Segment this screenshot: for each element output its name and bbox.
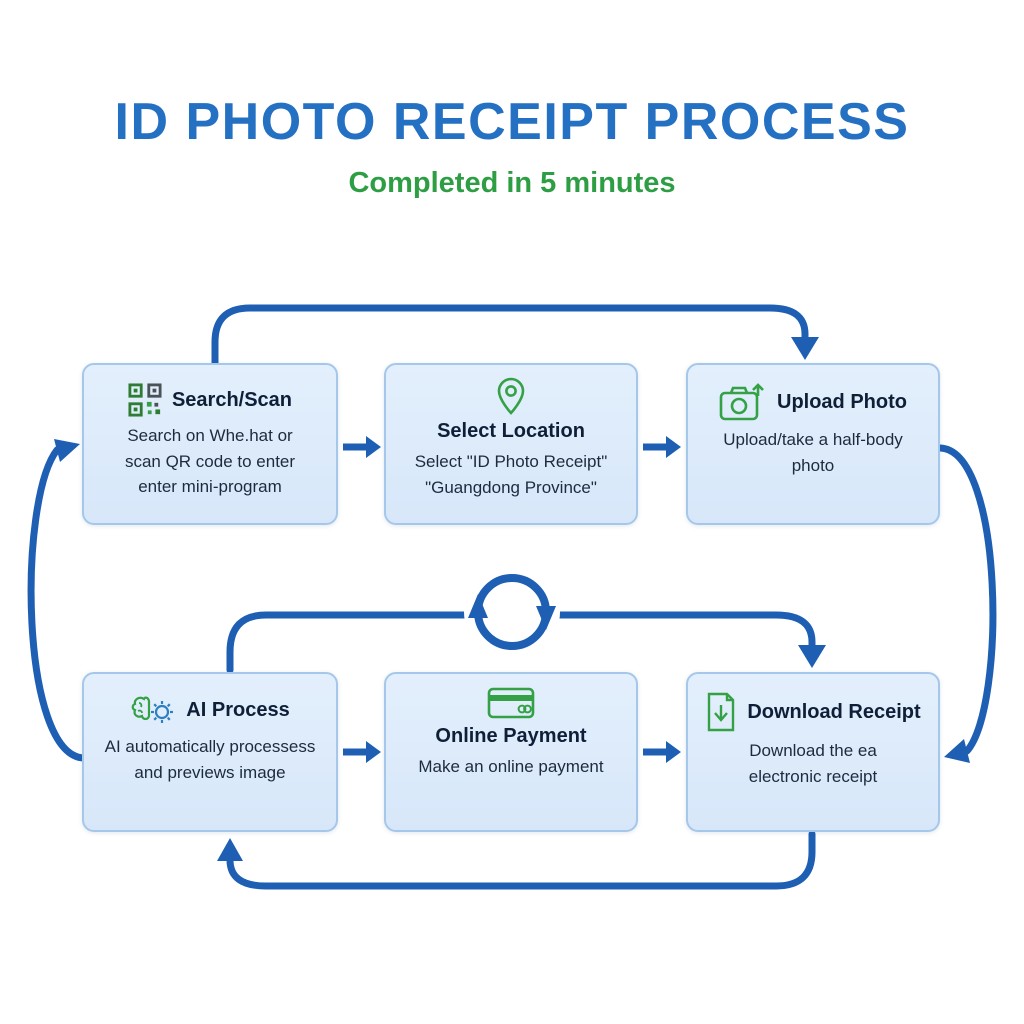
- step-description: AI automatically processess and previews…: [104, 737, 316, 782]
- step-title: Upload Photo: [777, 390, 907, 413]
- arc-top: [211, 304, 809, 369]
- step-title: Online Payment: [435, 725, 587, 747]
- step-box-online-payment: Online Payment Make an online payment: [384, 672, 638, 832]
- arrow-step4-step5-head: [366, 741, 381, 763]
- arc-middle-arrowhead: [798, 645, 826, 668]
- step-description: Search on Whe.hat or scan QR code to ent…: [124, 426, 296, 496]
- refresh-cycle-icon: [464, 564, 560, 660]
- arc-right: [936, 444, 997, 755]
- step-description: Select "ID Photo Receipt" "Guangdong Pro…: [414, 452, 608, 497]
- arc-left-arrowhead: [54, 439, 80, 462]
- step-box-ai-process: AI Process AI automatically processess a…: [82, 672, 338, 832]
- step-box-upload-photo: Upload Photo Upload/take a half-body pho…: [686, 363, 940, 525]
- location-pin-icon: [497, 377, 525, 415]
- arc-left: [27, 446, 88, 762]
- qr-code-icon: [128, 383, 162, 417]
- step-box-download-receipt: Download Receipt Download the ea electro…: [686, 672, 940, 832]
- camera-upload-icon: [719, 383, 764, 421]
- step-box-select-location: Select Location Select "ID Photo Receipt…: [384, 363, 638, 525]
- step-title: Download Receipt: [747, 700, 921, 723]
- step-description: Make an online payment: [418, 757, 604, 776]
- page-title: ID PHOTO RECEIPT PROCESS: [114, 93, 910, 151]
- step-title: Search/Scan: [171, 388, 293, 411]
- arc-bottom-arrowhead: [217, 838, 243, 861]
- arrow-step2-step3-head: [666, 436, 681, 458]
- document-download-icon: [708, 692, 735, 732]
- step-description: Upload/take a half-body photo: [723, 430, 903, 475]
- arc-right-arrowhead: [944, 739, 970, 763]
- step-title: AI Process: [186, 698, 290, 721]
- brain-gear-icon: [131, 696, 174, 723]
- arrow-step1-step2-head: [366, 436, 381, 458]
- arrow-step5-step6-head: [666, 741, 681, 763]
- arc-top-arrowhead: [791, 337, 819, 360]
- step-title: Select Location: [437, 420, 585, 442]
- arc-bottom: [226, 830, 816, 890]
- arc-middle: [226, 611, 816, 674]
- step-box-search-scan: Search/Scan Search on Whe.hat or scan QR…: [82, 363, 338, 525]
- step-description: Download the ea electronic receipt: [748, 741, 878, 786]
- credit-card-icon: [487, 687, 535, 719]
- page-subtitle: Completed in 5 minutes: [348, 167, 676, 199]
